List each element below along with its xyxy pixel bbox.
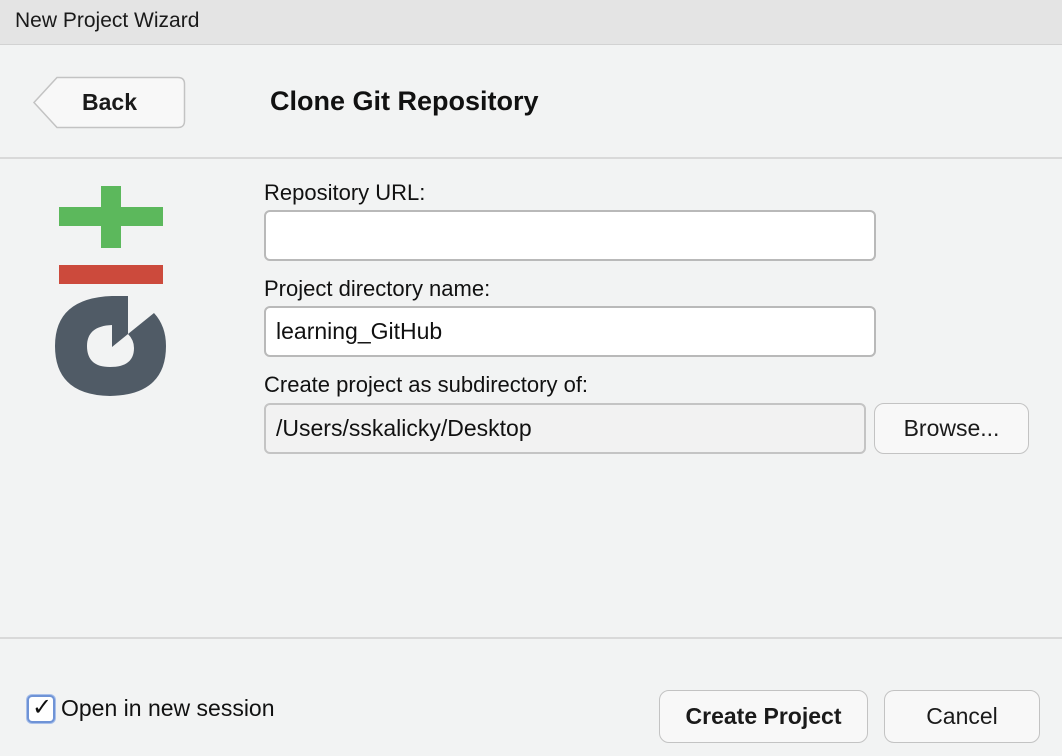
git-logo-icon xyxy=(50,185,170,400)
back-button[interactable]: Back xyxy=(32,76,186,129)
page-title: Clone Git Repository xyxy=(270,86,539,116)
subdir-label: Create project as subdirectory of: xyxy=(264,372,589,397)
back-button-label: Back xyxy=(82,89,137,115)
checkmark-icon: ✓ xyxy=(32,694,53,721)
repo-url-input[interactable] xyxy=(264,210,876,261)
wizard-header: Back Clone Git Repository xyxy=(0,46,1062,159)
project-dir-label: Project directory name: xyxy=(264,276,491,301)
subdir-input[interactable] xyxy=(264,403,866,454)
project-dir-input[interactable] xyxy=(264,306,876,357)
repo-url-label: Repository URL: xyxy=(264,180,426,205)
open-new-session-checkbox[interactable]: ✓ xyxy=(27,694,55,723)
footer-divider xyxy=(0,637,1062,639)
cancel-button[interactable]: Cancel xyxy=(884,690,1040,743)
window-titlebar: New Project Wizard xyxy=(0,0,1062,45)
back-arrow-icon xyxy=(32,76,186,129)
open-new-session-label: Open in new session xyxy=(61,695,275,721)
window-title: New Project Wizard xyxy=(15,9,200,32)
create-project-button[interactable]: Create Project xyxy=(659,690,868,743)
browse-button[interactable]: Browse... xyxy=(874,403,1029,454)
